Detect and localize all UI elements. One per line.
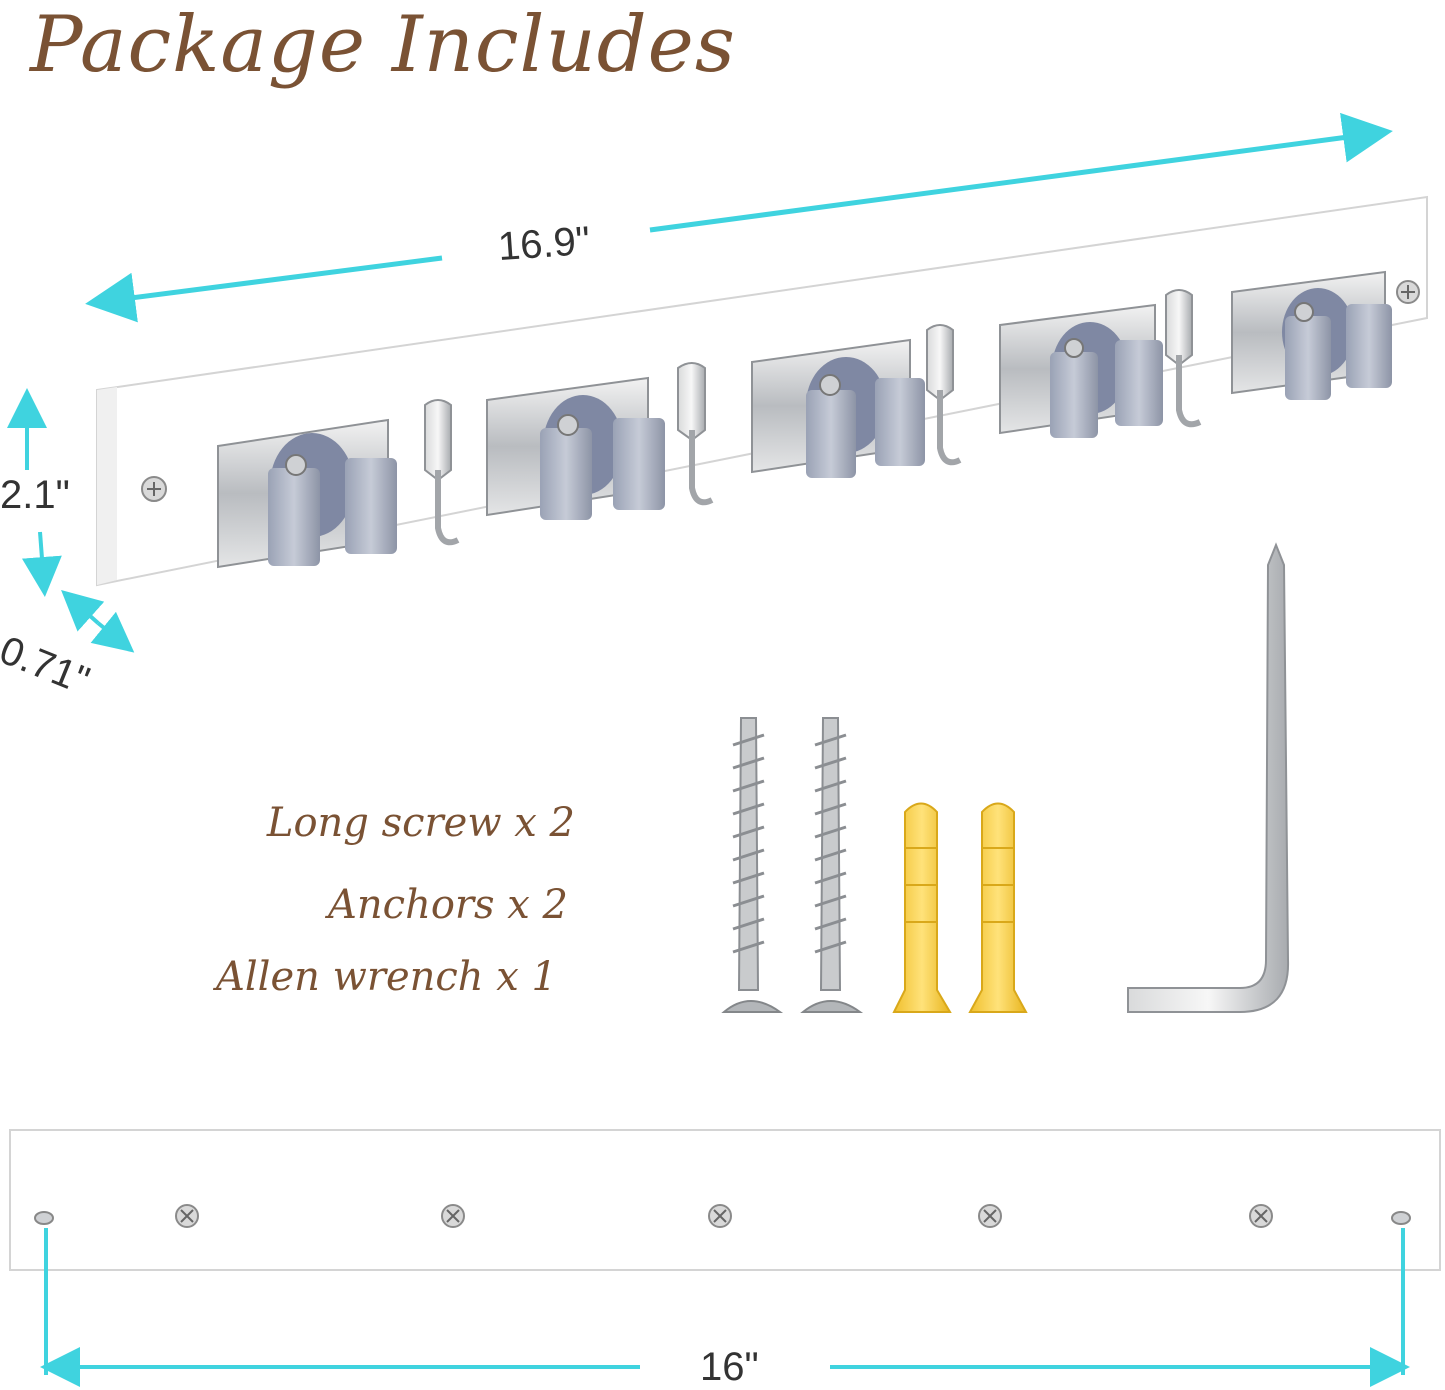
width-label: 16.9" [496,218,592,270]
hole-spacing-label: 16" [700,1345,759,1389]
depth-dimension-arrow [61,590,135,653]
height-dimension-arrow [7,388,62,597]
contents-item-long-screw: Long screw x 2 [266,800,575,846]
rack-back-view [9,1129,1441,1271]
contents-item-allen-wrench: Allen wrench x 1 [215,954,557,1000]
allen-wrench-image [1127,542,1290,1013]
page-title: Package Includes [30,0,736,90]
hole-spacing-dimension-arrow [40,1228,1410,1387]
height-label: 2.1" [0,473,70,517]
long-screws-image [721,717,864,1013]
contents-item-anchors: Anchors x 2 [328,882,568,928]
rack-front-view [96,195,1428,587]
width-dimension-arrow [85,112,1393,323]
anchors-image [892,802,1028,1013]
